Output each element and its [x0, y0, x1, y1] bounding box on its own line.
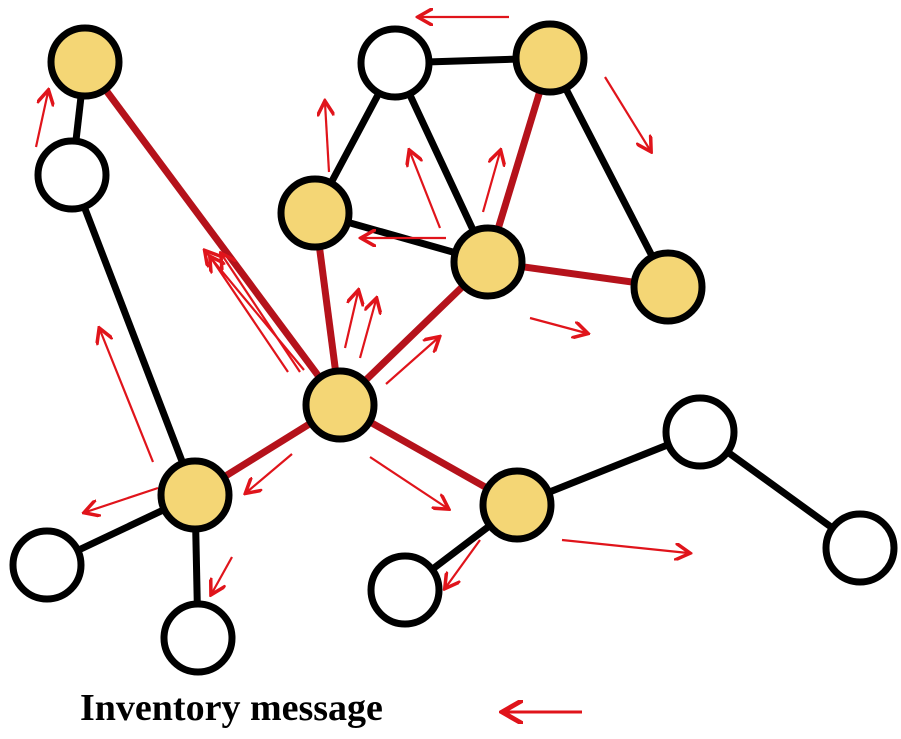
legend-label: Inventory message [80, 687, 383, 729]
message-arrow-icon [561, 538, 688, 553]
message-arrow-icon [446, 539, 481, 587]
message-arrow-icon [343, 292, 358, 349]
message-arrow-icon [358, 300, 376, 359]
informed-node-n6 [450, 224, 526, 300]
message-arrow-icon [222, 255, 301, 373]
message-arrow-icon [86, 486, 159, 512]
edge-n4-n7 [546, 56, 672, 289]
informed-node-n9 [157, 457, 233, 533]
uninformed-node-n2 [34, 137, 110, 213]
uninformed-node-n14 [662, 394, 738, 470]
message-arrow-icon [34, 92, 48, 148]
informed-node-n5 [277, 175, 353, 251]
message-arrow-icon [212, 556, 233, 593]
uninformed-node-n12 [160, 600, 236, 676]
message-arrow-icon [385, 338, 438, 385]
uninformed-node-n11 [9, 527, 85, 603]
arrows-layer [34, 17, 688, 593]
uninformed-node-n13 [367, 552, 443, 628]
edges-layer [45, 54, 863, 639]
message-arrow-icon [529, 316, 586, 333]
message-arrow-icon [206, 252, 305, 371]
nodes-layer [9, 20, 898, 676]
uninformed-node-n3 [357, 25, 433, 101]
informed-node-n4 [512, 20, 588, 96]
uninformed-node-n15 [822, 510, 898, 586]
message-arrow-icon [325, 103, 329, 173]
message-arrow-icon [410, 152, 442, 229]
informed-node-n8 [302, 367, 378, 443]
message-arrow-icon [211, 258, 289, 373]
message-arrow-icon [100, 330, 155, 463]
message-arrow-icon [604, 76, 650, 150]
message-arrow-icon [369, 456, 447, 508]
edge-n1-n8 [82, 59, 343, 408]
legend: Inventory message [80, 687, 582, 729]
informed-node-n1 [47, 24, 123, 100]
message-arrow-icon [481, 152, 500, 213]
edge-n2-n9 [68, 173, 199, 497]
message-arrow-icon [247, 453, 293, 492]
informed-node-n10 [479, 467, 555, 543]
informed-node-n7 [630, 249, 706, 325]
